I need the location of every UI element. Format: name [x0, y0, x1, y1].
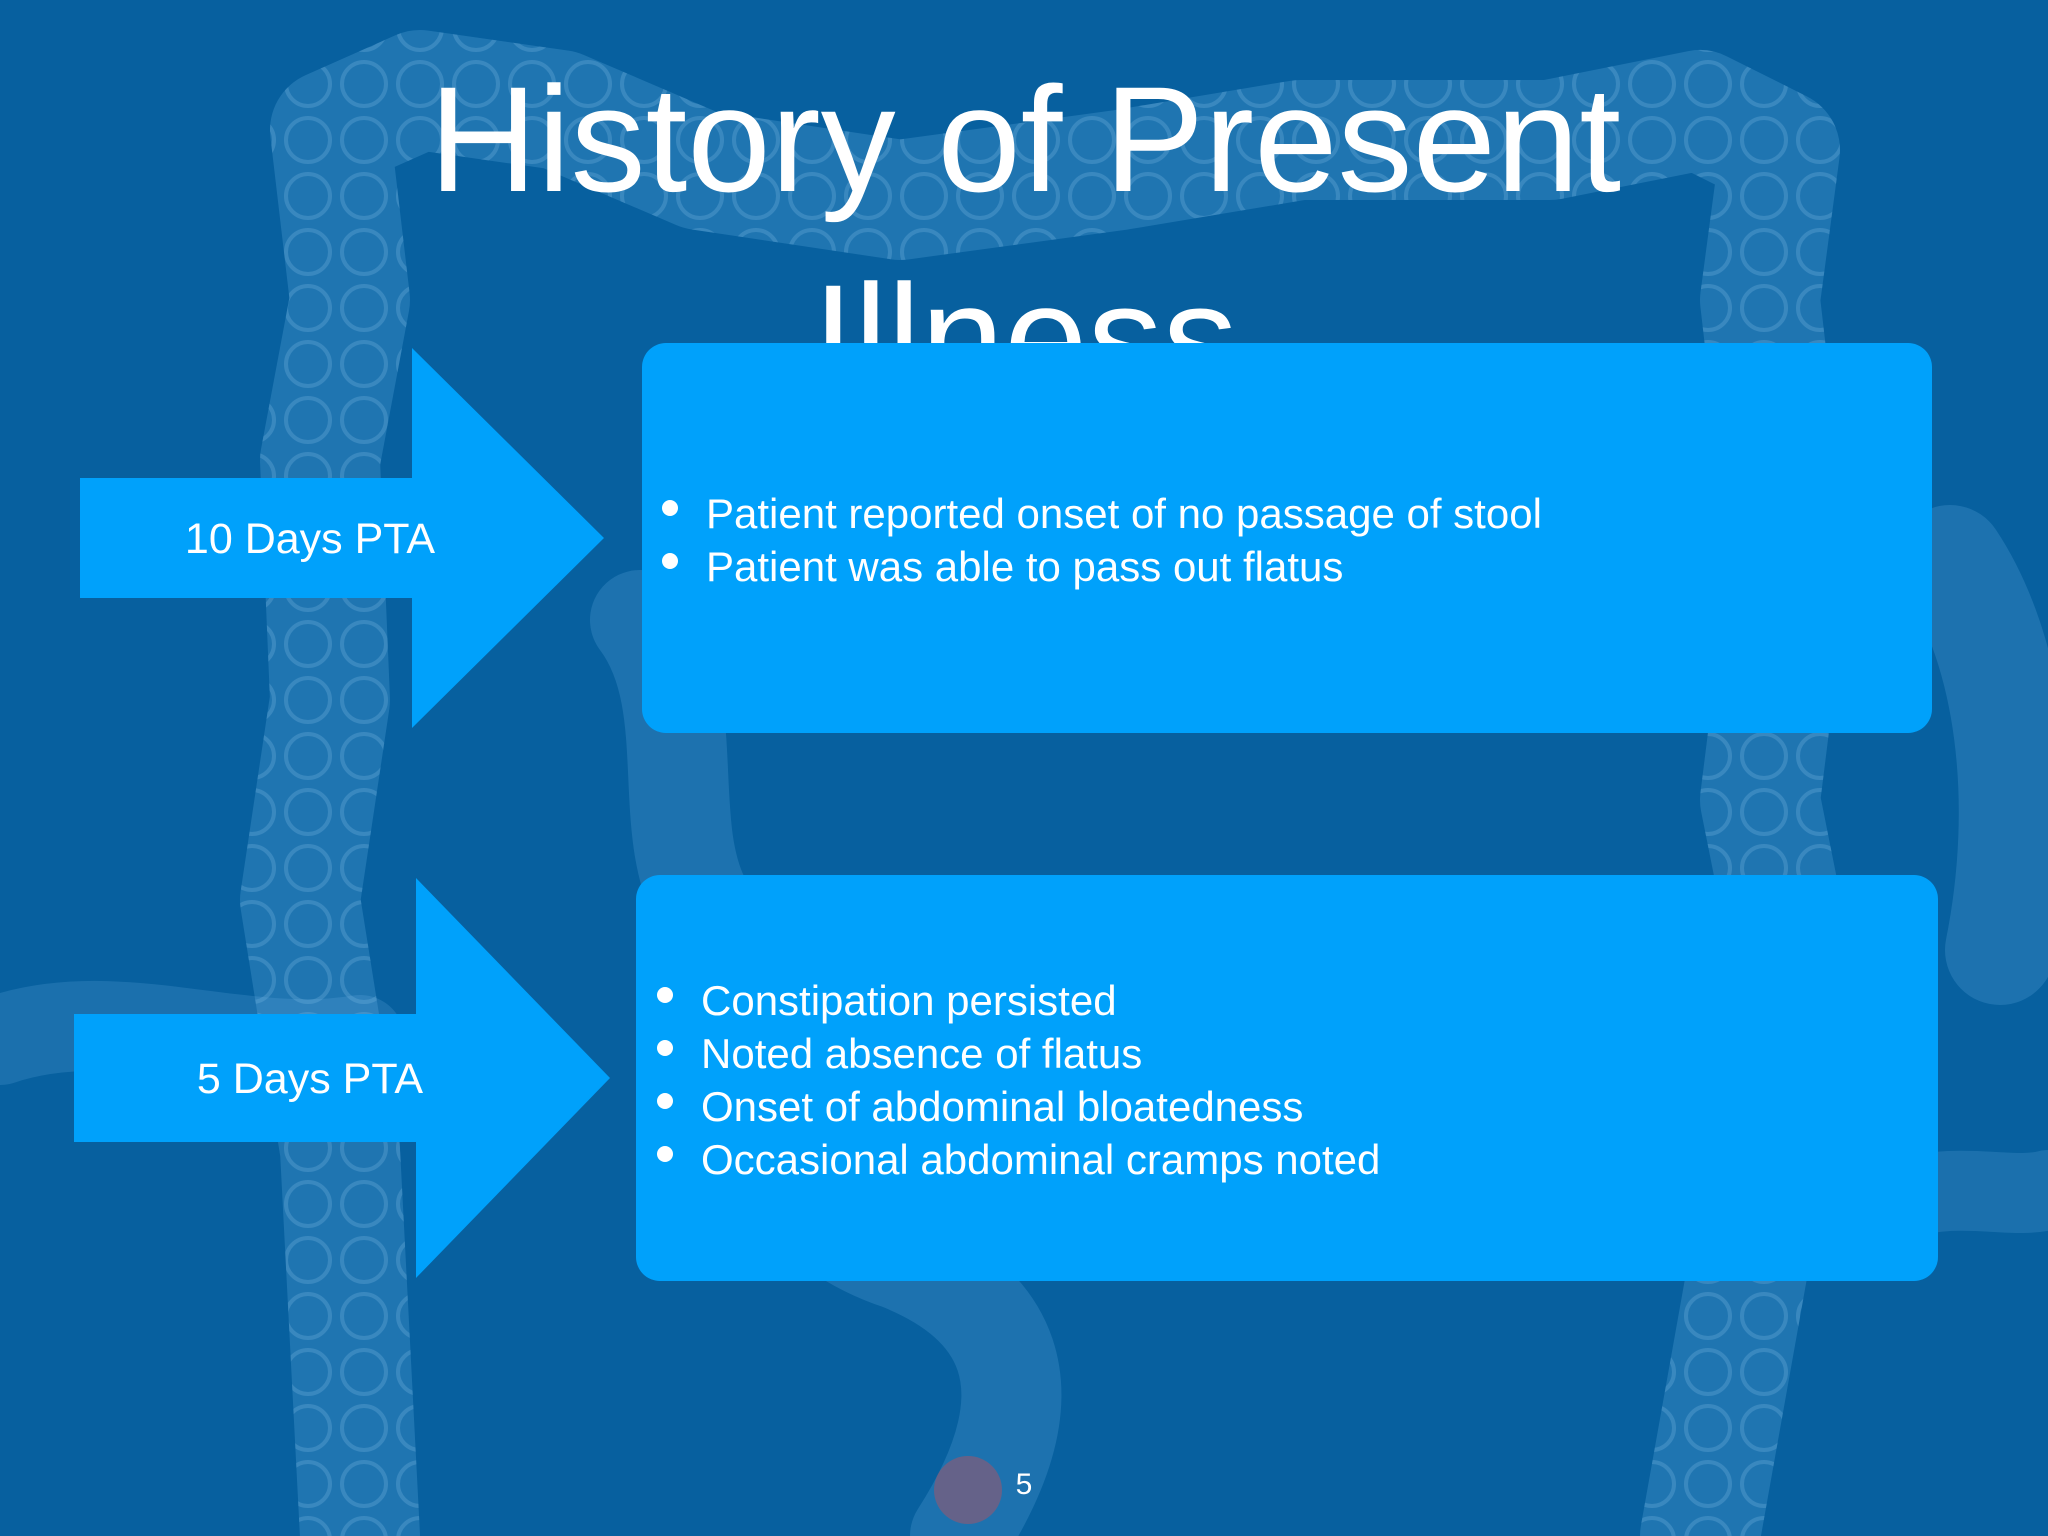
list-item: Patient was able to pass out flatus — [660, 540, 1542, 593]
list-item: Noted absence of flatus — [655, 1027, 1380, 1080]
timeline-label-1: 10 Days PTA — [184, 515, 436, 563]
list-item: Constipation persisted — [655, 974, 1380, 1027]
timeline-label-2: 5 Days PTA — [196, 1055, 424, 1103]
timeline-details-list-2: Constipation persisted Noted absence of … — [655, 974, 1380, 1186]
list-item: Onset of abdominal bloatedness — [655, 1080, 1380, 1133]
timeline-arrow-2 — [74, 878, 610, 1278]
timeline-details-box-2 — [636, 875, 1938, 1281]
timeline-arrow-1 — [80, 348, 604, 728]
list-item: Patient reported onset of no passage of … — [660, 487, 1542, 540]
timeline-details-box-1 — [642, 343, 1932, 733]
list-item: Occasional abdominal cramps noted — [655, 1133, 1380, 1186]
page-number: 5 — [1015, 1468, 1033, 1501]
slide-title: History of Present Illness — [428, 55, 1622, 421]
timeline-details-list-1: Patient reported onset of no passage of … — [660, 487, 1542, 593]
